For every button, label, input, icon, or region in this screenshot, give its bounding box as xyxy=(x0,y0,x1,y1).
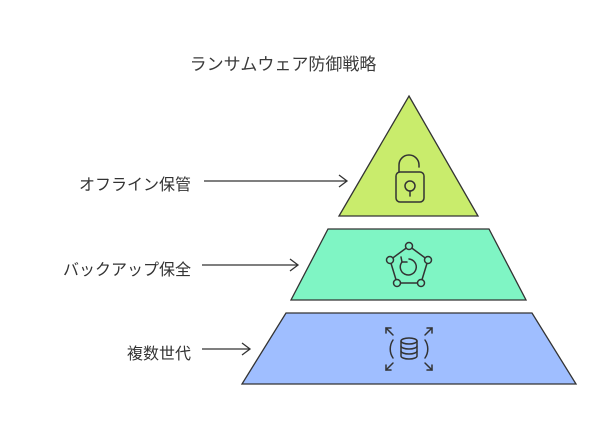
pyramid-layer-top xyxy=(337,94,480,217)
backup-sync-icon xyxy=(385,241,433,288)
diagram-title: ランサムウェア防御戦略 xyxy=(189,55,377,75)
layer-label-offline-storage: オフライン保管 xyxy=(78,175,191,194)
layer-label-backup-protection: バックアップ保全 xyxy=(62,260,191,279)
database-expand-icon xyxy=(385,327,433,371)
pyramid-layer-middle xyxy=(289,228,528,301)
layer-label-multiple-generations: 複数世代 xyxy=(126,344,191,363)
unlocked-padlock-icon xyxy=(395,154,425,203)
